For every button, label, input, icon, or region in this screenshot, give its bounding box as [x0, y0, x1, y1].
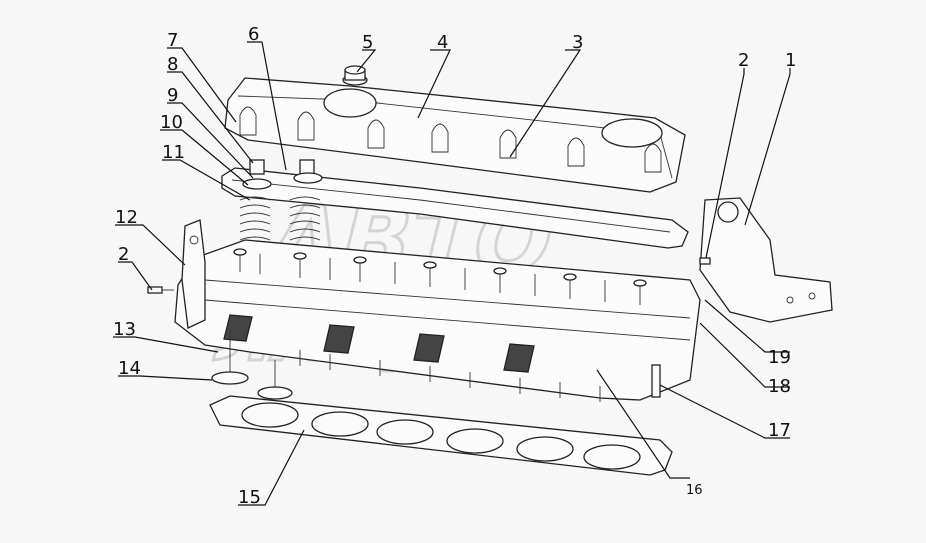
valve-springs [239, 159, 323, 241]
cylinder-head [174, 239, 701, 402]
oil-filler-cap [342, 65, 368, 86]
callout-labels: 1 2 2 3 4 5 6 7 8 9 10 11 12 13 14 15 16… [113, 24, 796, 508]
lifting-bracket-rear [699, 197, 833, 323]
callout-7: 7 [167, 30, 178, 51]
callout-13: 13 [113, 319, 136, 340]
head-gasket [209, 395, 673, 476]
callout-5: 5 [362, 32, 373, 53]
callout-8: 8 [167, 54, 178, 75]
callout-11: 11 [162, 142, 185, 163]
callout-3: 3 [572, 32, 583, 53]
callout-6: 6 [248, 24, 259, 45]
valve-exhaust [257, 360, 293, 400]
callout-2-front: 2 [118, 244, 129, 265]
valve-intake [211, 330, 249, 385]
cover-gasket [221, 167, 689, 249]
valve-cover [224, 77, 686, 193]
callout-10: 10 [160, 112, 183, 133]
bolt-rear [699, 257, 711, 265]
callout-19: 19 [768, 347, 791, 368]
callout-18: 18 [768, 376, 791, 397]
callout-14: 14 [118, 358, 141, 379]
callout-16: 16 [686, 483, 703, 498]
bolt-front [147, 286, 174, 294]
callout-12: 12 [115, 207, 138, 228]
callout-17: 17 [768, 420, 791, 441]
callout-15: 15 [238, 487, 261, 508]
callout-4: 4 [437, 32, 448, 53]
spring-right [289, 159, 323, 241]
dowel-pin [651, 364, 661, 398]
callout-9: 9 [167, 85, 178, 106]
callout-1: 1 [785, 50, 796, 71]
leader-lines [113, 41, 791, 506]
spring-left [239, 159, 272, 241]
callout-2-rear: 2 [738, 50, 749, 71]
valves [211, 330, 293, 400]
lifting-bracket-front [181, 219, 206, 329]
